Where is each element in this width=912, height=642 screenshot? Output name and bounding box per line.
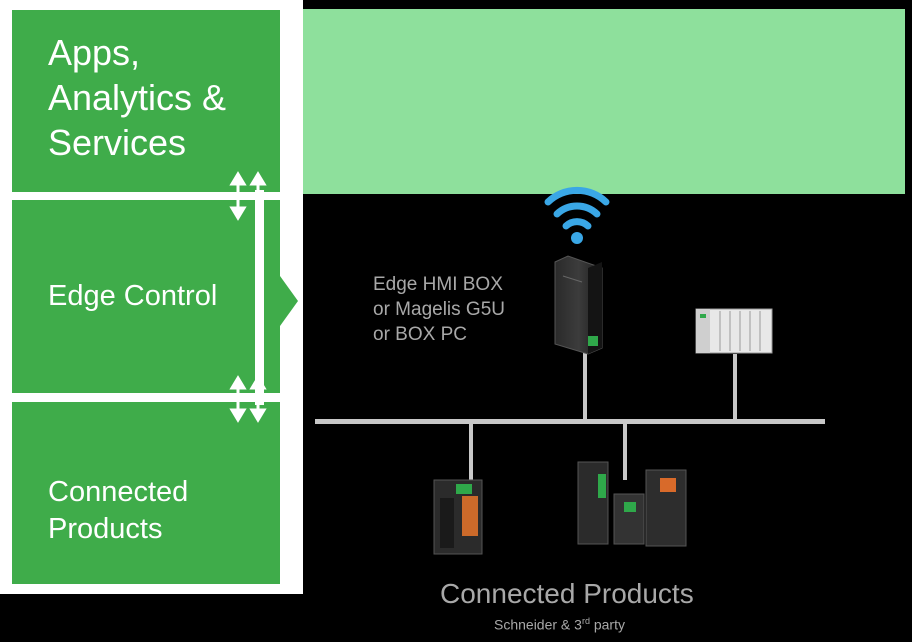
edge-layer-pointer-arrow (280, 276, 298, 326)
edge-box-device-icon (554, 255, 603, 355)
servo-drive-device-icon (433, 479, 483, 555)
subtitle-prefix: Schneider & 3 (494, 616, 582, 633)
layer-apps-label: Apps, Analytics & Services (48, 32, 227, 163)
layer-edge-label: Edge Control (48, 280, 218, 312)
network-bus (315, 352, 825, 480)
plc-rack-device-icon (695, 308, 773, 354)
variable-speed-drives-device-icon (577, 461, 687, 547)
layer-products-label: Connected Products (48, 476, 189, 545)
connected-products-subtitle: Schneider & 3rd party (494, 613, 625, 633)
subtitle-suffix: party (589, 616, 625, 633)
layer-apps-analytics-services: Apps, Analytics & Services (12, 10, 280, 192)
cloud-apps-band (303, 9, 905, 194)
wifi-icon (544, 186, 610, 244)
connected-products-title: Connected Products (440, 578, 694, 609)
layer-connected-products: Connected Products (12, 402, 280, 584)
edge-device-caption: Edge HMI BOX or Magelis G5U or BOX PC (373, 274, 505, 345)
layer-edge-control: Edge Control (12, 200, 280, 393)
subtitle-superscript: rd (581, 616, 590, 626)
